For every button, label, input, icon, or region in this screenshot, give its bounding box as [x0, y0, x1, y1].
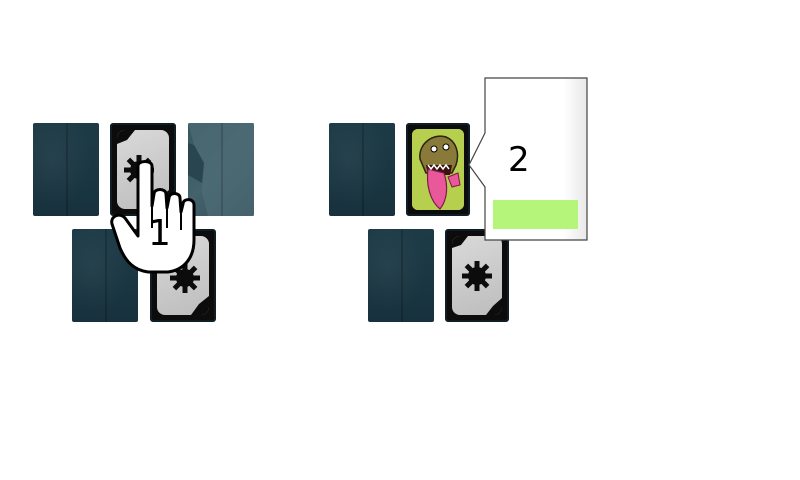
step-2-number: 2	[508, 140, 530, 180]
card-face-down[interactable]	[33, 123, 99, 216]
card-monster-face-up[interactable]	[406, 123, 470, 216]
pointing-hand-icon: 1	[108, 158, 204, 278]
card-face-down[interactable]	[368, 229, 434, 322]
gear-icon	[452, 236, 502, 315]
step-2-callout: 2	[468, 77, 590, 242]
step-1-number: 1	[148, 213, 171, 254]
card-flipping[interactable]	[188, 123, 254, 216]
step-2-progress-bar	[493, 200, 578, 229]
card-gear-face-up[interactable]	[445, 229, 509, 322]
monster-illustration	[412, 129, 464, 210]
card-face-down[interactable]	[329, 123, 395, 216]
